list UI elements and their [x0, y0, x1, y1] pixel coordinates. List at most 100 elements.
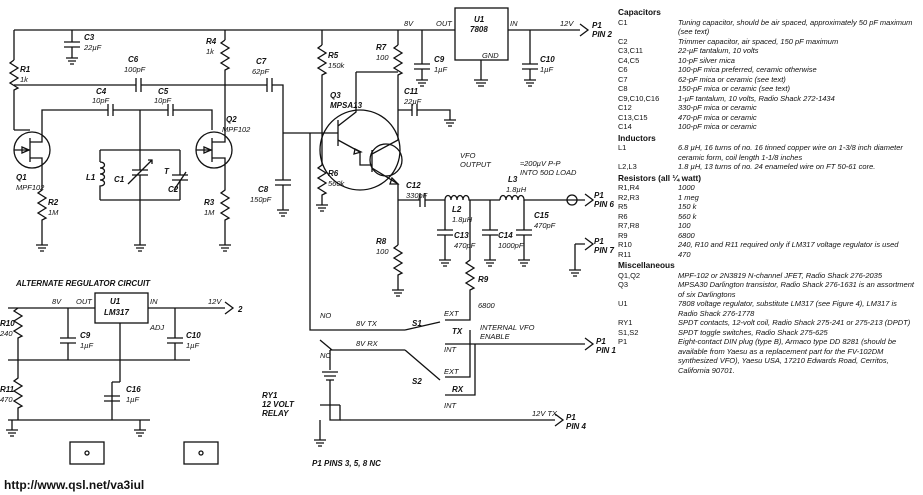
alt-c10-ref: C10 — [186, 331, 201, 340]
part-designator: Q3 — [618, 280, 629, 289]
r8-ref: R8 — [376, 237, 387, 246]
r2-ref: R2 — [48, 198, 59, 207]
source-url: http://www.qsl.net/va3iul — [4, 478, 144, 492]
parts-row: R11 470 — [618, 250, 918, 260]
u1-ref: U1 — [474, 15, 485, 24]
alt-pin2-label: 2 — [237, 305, 243, 314]
parts-row: C7 62-pF mica or ceramic (see text) — [618, 75, 918, 85]
part-designator: C4,C5 — [618, 55, 640, 65]
part-designator: C3,C11 — [618, 46, 643, 55]
l3-value: 1.8µH — [506, 185, 527, 194]
part-designator: C7 — [618, 74, 628, 84]
part-description: Trimmer capacitor, air spaced, 150 pF ma… — [678, 36, 839, 46]
tank-circuit: L1 C1 T C2 — [86, 110, 188, 252]
parts-row: C3,C11 22-µF tantalum, 10 volts — [618, 46, 918, 56]
resistor-r8: R8 100 — [376, 237, 404, 297]
r9-ref: R9 — [478, 275, 489, 284]
part-description: MPF-102 or 2N3819 N-channel JFET, Radio … — [678, 270, 883, 280]
part-designator: C6 — [618, 65, 628, 74]
s2-int-label: INT — [444, 401, 458, 410]
part-description: SPDT toggle switches, Radio Shack 275-62… — [678, 327, 828, 337]
rx-8v-label: 8V RX — [356, 339, 379, 348]
part-description: 6800 — [678, 230, 695, 240]
q1-ref: Q1 — [16, 173, 27, 182]
relay-no-label: NO — [320, 311, 331, 320]
capacitor-c10: C10 1µF — [522, 55, 555, 87]
c11-value: 22µF — [403, 97, 422, 106]
c12-ref: C12 — [406, 181, 421, 190]
u1-value: 7808 — [470, 25, 488, 34]
part-designator: R6 — [618, 211, 628, 221]
parts-section-heading: Miscellaneous — [618, 260, 675, 270]
r6-ref: R6 — [328, 169, 339, 178]
alt-adj-label: ADJ — [149, 323, 164, 332]
part-description: 470 — [678, 249, 691, 259]
part-designator: C8 — [618, 84, 628, 93]
alternate-regulator: ALTERNATE REGULATOR CIRCUIT U1 LM317 OUT… — [0, 279, 243, 465]
alt-c10-value: 1µF — [186, 341, 199, 350]
p1-nc-pins-label: P1 PINS 3, 5, 8 NC — [312, 459, 381, 468]
alt-r11-ref: R11 — [0, 385, 15, 394]
capacitor-c6: C6 100pF — [14, 55, 225, 92]
c3-value: 22µF — [83, 43, 102, 52]
alt-12v-label: 12V — [208, 297, 222, 306]
part-designator: R11 — [618, 249, 632, 259]
c9-ref: C9 — [434, 55, 445, 64]
part-designator: R1,R4 — [618, 183, 640, 192]
part-description: 62-pF mica or ceramic (see text) — [678, 74, 786, 84]
r2-value: 1M — [48, 208, 59, 217]
part-description: 330-pF mica or ceramic — [678, 103, 757, 112]
c15-ref: C15 — [534, 211, 549, 220]
part-designator: U1 — [618, 299, 628, 308]
rail-8v-label: 8V — [404, 19, 414, 28]
capacitor-c8: C8 150pF — [250, 132, 325, 217]
resistor-r2: R2 1M — [36, 172, 59, 252]
r5-ref: R5 — [328, 51, 339, 60]
c5-value: 10pF — [154, 96, 172, 105]
part-description: 10-pF silver mica — [678, 55, 735, 65]
part-description: Tuning capacitor, should be air spaced, … — [678, 17, 913, 37]
capacitor-c4: C4 10pF — [92, 87, 168, 116]
alt-r10-ref: R10 — [0, 319, 15, 328]
part-description: 470-pF mica or ceramic — [678, 112, 757, 122]
part-description: 1 meg — [678, 192, 699, 202]
alt-regulator-title: ALTERNATE REGULATOR CIRCUIT — [15, 279, 151, 288]
alt-in-label: IN — [150, 297, 158, 306]
q2-value: MPF102 — [222, 125, 251, 134]
c8-value: 150pF — [250, 195, 272, 204]
resistor-r1: R1 1k — [8, 59, 31, 130]
relay-nc-label: NC — [320, 351, 331, 360]
resistor-r5: R5 150k — [316, 44, 346, 133]
wire-q1-c4 — [41, 109, 108, 130]
alt-u1-value: LM317 — [104, 308, 129, 317]
c9-value: 1µF — [434, 65, 447, 74]
part-designator: RY1 — [618, 318, 633, 327]
part-designator: S1,S2 — [618, 327, 639, 337]
output-filter: C12 330pF L2 1.8µH L3 1.8µH C13 470pF C1… — [397, 151, 615, 277]
c3-ref: C3 — [84, 33, 95, 42]
r8-value: 100 — [376, 247, 389, 256]
part-designator: C9,C10,C16 — [618, 93, 660, 103]
part-description: 22-µF tantalum, 10 volts — [678, 46, 759, 55]
part-designator: C14 — [618, 122, 632, 131]
part-description: SPDT contacts, 12-volt coil, Radio Shack… — [678, 318, 911, 327]
part-designator: R9 — [618, 230, 628, 240]
part-designator: L2,L3 — [618, 162, 637, 171]
c10-value: 1µF — [540, 65, 553, 74]
resistor-r4: R4 1k — [206, 37, 231, 130]
capacitor-c7: C7 62pF — [225, 57, 284, 133]
